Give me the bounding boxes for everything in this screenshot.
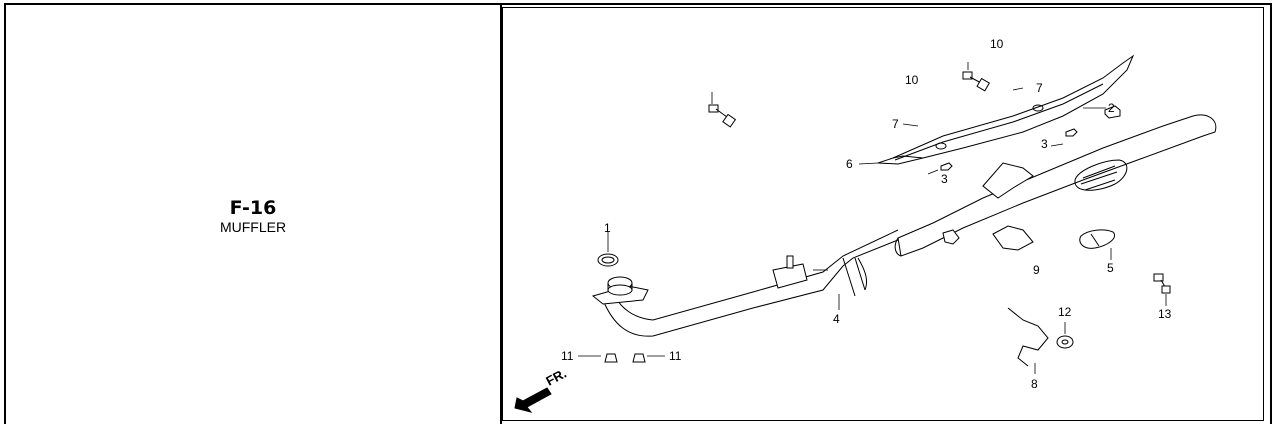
callout-5: 5 [1107, 261, 1114, 275]
callout-7a: 7 [892, 117, 899, 131]
flange-nuts [604, 353, 646, 363]
callout-12: 12 [1058, 305, 1072, 319]
callout-3b: 3 [941, 172, 948, 186]
callout-13: 13 [1158, 307, 1172, 321]
callout-10b: 10 [990, 37, 1004, 51]
page-frame: F-16 MUFFLER [4, 3, 1272, 424]
callout-numbers: 1 2 3 3 4 5 6 7 7 8 9 10 10 11 11 12 13 [561, 37, 1172, 391]
section-code: F-16 [229, 197, 277, 219]
callout-6: 6 [846, 157, 853, 171]
section-label: F-16 MUFFLER [6, 197, 500, 236]
callout-1: 1 [604, 221, 611, 235]
callout-3a: 3 [1041, 137, 1048, 151]
callout-7b: 7 [1036, 81, 1043, 95]
parts-diagram: 1 2 3 3 4 5 6 7 7 8 9 10 10 11 11 12 13 … [502, 7, 1264, 421]
front-label: FR. [543, 366, 569, 389]
bolt [1153, 273, 1171, 294]
muffler-band [1079, 229, 1115, 249]
exhaust-flange [591, 276, 649, 305]
callout-2: 2 [1108, 101, 1115, 115]
stand-spring [1007, 307, 1049, 367]
exhaust-gasket [597, 253, 619, 267]
section-name: MUFFLER [219, 219, 287, 235]
callout-11b: 11 [669, 349, 682, 363]
shield-bolts [708, 71, 991, 128]
callout-10a: 10 [905, 73, 919, 87]
front-arrow-icon [514, 387, 552, 413]
heat-shield [877, 54, 1135, 165]
rubber-mount [772, 255, 808, 289]
callout-9: 9 [1033, 263, 1040, 277]
section-label-panel: F-16 MUFFLER [6, 5, 502, 424]
shield-clips [940, 105, 1121, 171]
callout-4: 4 [833, 312, 840, 326]
muffler-body [894, 114, 1217, 257]
callout-8: 8 [1031, 377, 1038, 391]
exhaust-pipe [602, 229, 899, 337]
muffler-exploded-view: 1 2 3 3 4 5 6 7 7 8 9 10 10 11 11 12 13 … [514, 37, 1217, 413]
nut [1056, 335, 1074, 349]
callout-11a: 11 [561, 349, 574, 363]
callout-leaders [578, 62, 1167, 374]
front-direction-indicator: FR. [514, 366, 569, 413]
